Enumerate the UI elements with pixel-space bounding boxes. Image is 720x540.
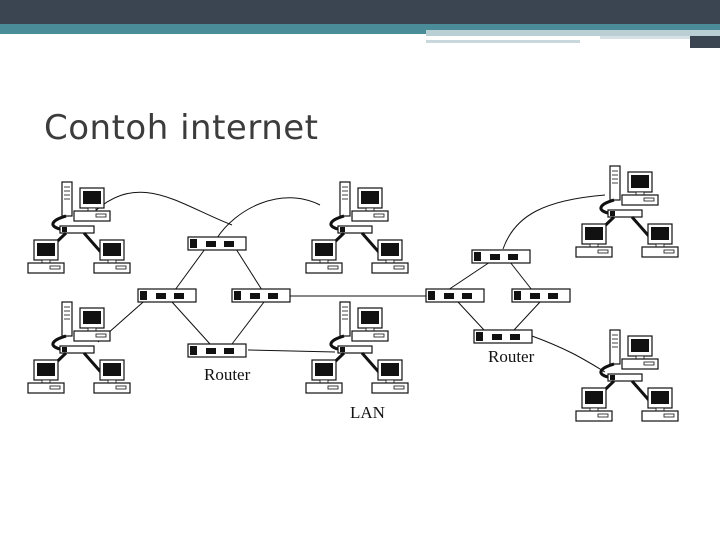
router-f: [471, 249, 531, 264]
link-router-a-c: [235, 248, 263, 291]
router-h: [473, 329, 533, 344]
lan-cluster-6: [576, 330, 678, 421]
link-router-h-lan6: [531, 335, 606, 373]
link-router-e-f: [447, 261, 491, 291]
link-router-d-lan4: [247, 349, 336, 353]
link-router-c-d: [231, 301, 265, 345]
router-g: [511, 288, 571, 303]
slide-title: Contoh internet: [44, 108, 319, 148]
link-router-a-b: [174, 248, 206, 291]
lan-label: LAN: [350, 403, 385, 422]
lan-cluster-4: [306, 302, 408, 393]
link-lan2-router-a: [216, 197, 321, 239]
lan-cluster-1: [28, 182, 130, 273]
link-router-f-lan5: [502, 194, 606, 250]
link-router-e-h: [457, 301, 485, 331]
link-lan1-router-a: [93, 191, 233, 226]
router-c: [231, 288, 291, 303]
router-label-right: Router: [488, 347, 535, 366]
lan-cluster-3: [28, 302, 130, 393]
link-router-b-d: [171, 301, 211, 345]
header-bar: [0, 0, 720, 48]
router-e: [425, 288, 485, 303]
router-a: [187, 236, 247, 251]
lan-cluster-5: [576, 166, 678, 257]
link-router-g-h: [513, 301, 541, 331]
router-label-left: Router: [204, 365, 251, 384]
lan-cluster-2: [306, 182, 408, 273]
link-router-f-g: [509, 261, 533, 291]
router-b: [137, 288, 197, 303]
router-d: [187, 343, 247, 358]
